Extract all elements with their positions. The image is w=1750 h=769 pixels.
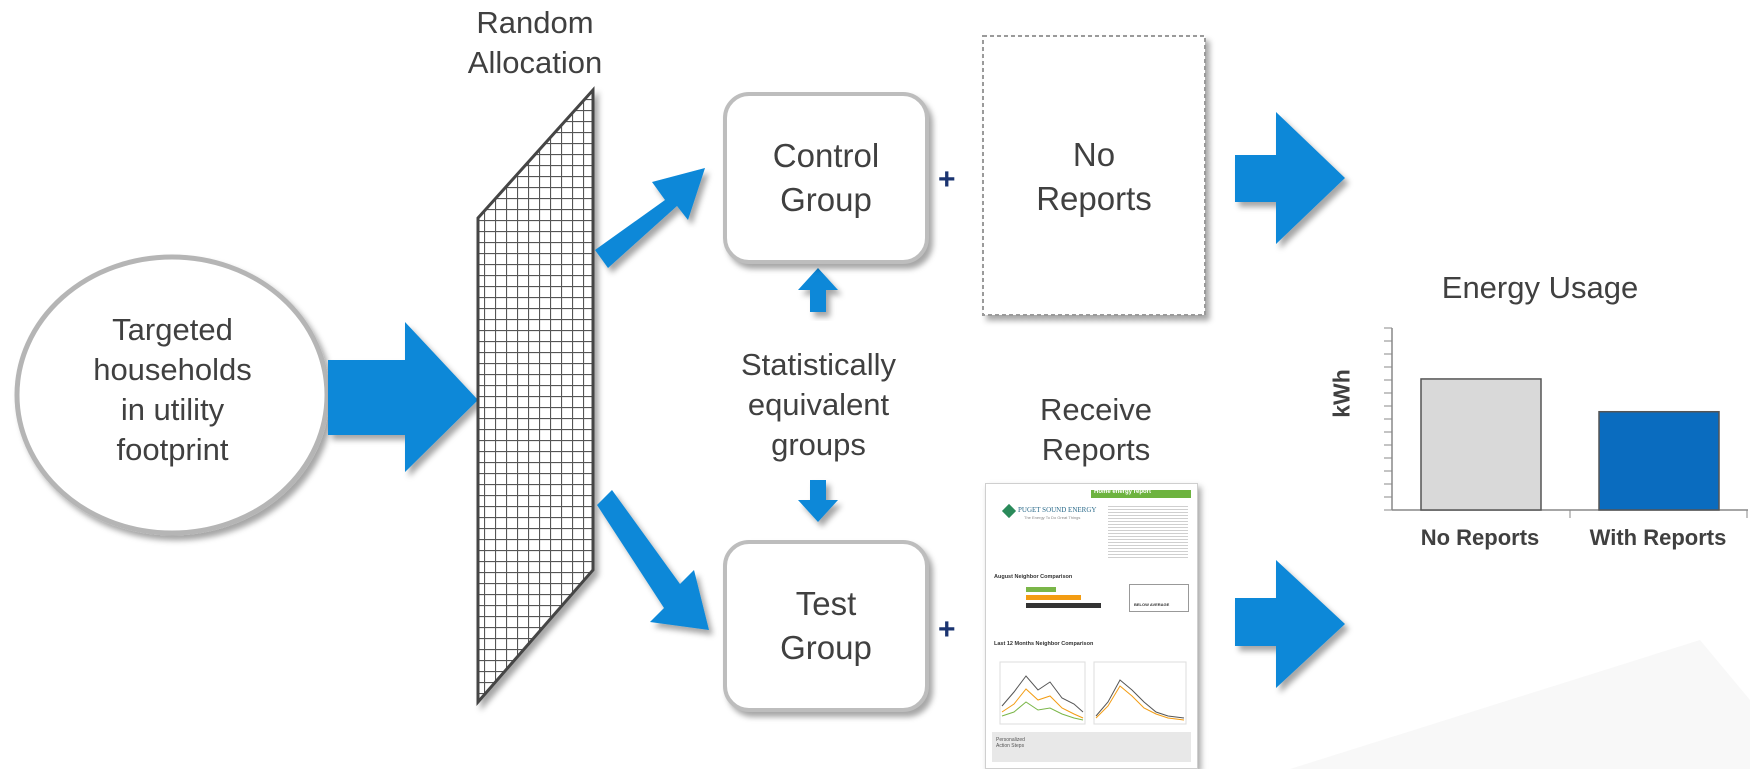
random-allocation-label: Random Allocation: [467, 5, 603, 80]
arrow-to-test: [597, 490, 709, 630]
test-group-label: Test Group: [780, 585, 872, 666]
report-line-charts: [992, 661, 1191, 762]
report-footer: Personalized Action Steps: [996, 737, 1025, 749]
chart-bar-1: [1420, 378, 1542, 511]
report-header-bar: [1091, 490, 1191, 498]
report-section2: Last 12 Months Neighbor Comparison: [994, 641, 1094, 647]
test-group-box: Test Group: [723, 540, 929, 712]
report-tagline: The Energy To Do Great Things: [1024, 515, 1081, 520]
no-reports-box: [982, 35, 1206, 316]
targeted-households-circle: [14, 254, 330, 536]
report-header-text: Home energy report: [1094, 489, 1152, 495]
arrow-to-control: [595, 168, 705, 268]
outcome-arrow-bottom: [1235, 560, 1345, 688]
energy-usage-chart: [1384, 327, 1748, 518]
home-energy-report-thumbnail: Home energy report PUGET SOUND ENERGY Th…: [985, 483, 1198, 769]
control-group-box: Control Group: [723, 92, 929, 264]
chart-category-1: No Reports: [1420, 525, 1540, 550]
random-allocation-mesh: [476, 86, 595, 707]
statistically-equivalent-label: Statistically equivalent groups: [740, 347, 897, 462]
report-bar-average: [1026, 595, 1081, 600]
no-reports-label: No Reports: [1036, 136, 1152, 217]
control-group-label: Control Group: [772, 137, 880, 218]
targeted-households-label: Targeted households in utility footprint: [93, 312, 252, 467]
report-section1: August Neighbor Comparison: [994, 574, 1073, 580]
receive-reports-label: Receive Reports: [1040, 392, 1152, 467]
plus-sign-control: +: [938, 163, 956, 196]
report-bar-you: [1026, 603, 1101, 608]
outcome-arrow-top: [1235, 112, 1345, 244]
arrow-to-allocation: [328, 322, 478, 472]
report-rating-box: [1129, 584, 1189, 612]
chart-category-2: With Reports: [1589, 525, 1727, 550]
plus-sign-test: +: [938, 613, 956, 646]
chart-title: Energy Usage: [1441, 270, 1639, 305]
report-rating: BELOW AVERAGE: [1134, 602, 1170, 607]
chart-bar-2: [1598, 410, 1720, 511]
chart-ylabel: kWh: [1328, 369, 1355, 418]
report-brand: PUGET SOUND ENERGY: [1018, 506, 1097, 514]
up-arrow: [798, 268, 838, 312]
background-swoosh: [1290, 640, 1750, 769]
down-arrow: [798, 480, 838, 522]
report-bar-efficient: [1026, 587, 1056, 592]
report-text-block: [1108, 504, 1188, 559]
